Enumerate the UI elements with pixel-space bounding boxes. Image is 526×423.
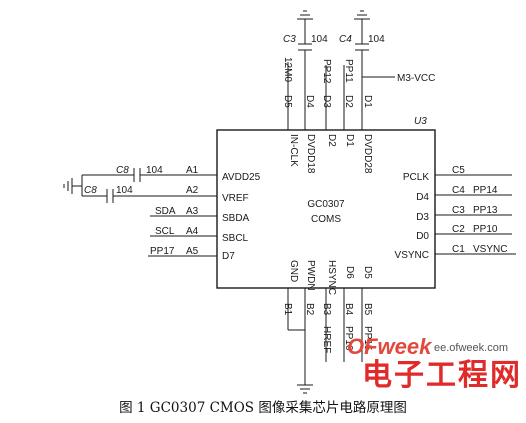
left-wires <box>63 168 217 257</box>
top-wires <box>287 10 395 130</box>
pin-num-c5: C5 <box>452 165 465 176</box>
net-sda: SDA <box>155 206 176 217</box>
pin-label-pwdn: PWDN <box>305 260 316 291</box>
pin-label-d7: D7 <box>222 251 235 262</box>
pin-num-d1: D1 <box>362 95 373 108</box>
cap-c4-value: 104 <box>368 34 385 45</box>
net-pp13: PP13 <box>473 205 498 216</box>
chip-body <box>216 129 436 289</box>
pin-label-vsync: VSYNC <box>395 250 429 261</box>
pin-label-gnd: GND <box>288 260 299 282</box>
right-wires <box>435 174 516 255</box>
pin-label-d3-right: D3 <box>416 212 429 223</box>
power-m3-vcc: M3-VCC <box>397 73 435 84</box>
bottom-pins: GND PWDN HSYNC D6 D5 <box>288 260 373 295</box>
pin-num-b5: B5 <box>362 303 373 316</box>
pin-label-hsync: HSYNC <box>326 260 337 295</box>
pin-label-d5-bottom: D5 <box>362 266 373 279</box>
pin-label-pclk: PCLK <box>403 172 429 183</box>
pin-num-d3: D3 <box>321 95 332 108</box>
cap-c3-value: 104 <box>311 34 328 45</box>
cap-c8-bottom-value: 104 <box>116 185 133 196</box>
figure-caption: 图 1 GC0307 CMOS 图像采集芯片电路原理图 <box>119 400 407 416</box>
pin-label-in-clk: IN-CLK <box>288 134 299 167</box>
net-href: HREF <box>321 326 332 353</box>
ofweek-logo: OFweek <box>347 334 432 359</box>
cap-c8-bottom-ref: C8 <box>84 185 97 196</box>
cap-c4-ref: C4 <box>339 34 352 45</box>
pin-label-sbda: SBDA <box>222 213 250 224</box>
top-pins: IN-CLK DVDD18 D2 D1 DVDD28 <box>288 134 373 174</box>
chip-ref: U3 <box>414 116 427 127</box>
pin-num-c2: C2 <box>452 224 465 235</box>
bottom-net-labels: B1 B2 B3 B4 B5 HREF PP16 PP15 <box>282 303 373 353</box>
chip-type: COMS <box>311 214 341 225</box>
pin-label-d0: D0 <box>416 231 429 242</box>
right-pins: PCLK D4 D3 D0 VSYNC <box>395 172 430 261</box>
bottom-wires <box>287 288 363 394</box>
net-vsync: VSYNC <box>473 244 507 255</box>
pin-label-d4-right: D4 <box>416 192 429 203</box>
top-net-labels: C3 104 C4 104 M3-VCC 12M0 PP12 PP11 D5 D… <box>282 34 435 108</box>
pin-num-c4: C4 <box>452 185 465 196</box>
pin-num-d4: D4 <box>304 95 315 108</box>
pin-num-c1: C1 <box>452 244 465 255</box>
right-net-labels: C5 C4 C3 C2 C1 PP14 PP13 PP10 VSYNC <box>452 165 507 255</box>
pin-num-b1: B1 <box>282 303 293 316</box>
chip-part: GC0307 <box>307 199 345 210</box>
net-pp11: PP11 <box>343 59 354 83</box>
left-net-labels: C8 104 C8 104 A1 A2 A3 A4 A5 SDA SCL PP1… <box>84 165 199 257</box>
pin-label-vref: VREF <box>222 193 249 204</box>
pin-label-avdd25: AVDD25 <box>222 172 261 183</box>
net-pp12: PP12 <box>321 59 332 84</box>
ofweek-site: ee.ofweek.com <box>434 342 508 354</box>
net-pp17: PP17 <box>150 246 175 257</box>
pin-num-b3: B3 <box>321 303 332 316</box>
pin-num-a1: A1 <box>186 165 199 176</box>
pin-num-d5: D5 <box>282 95 293 108</box>
net-pp14: PP14 <box>473 185 498 196</box>
net-pp15: PP15 <box>362 326 373 351</box>
net-scl: SCL <box>155 226 175 237</box>
pin-label-dvdd28: DVDD28 <box>362 134 373 174</box>
left-pins: AVDD25 VREF SBDA SBCL D7 <box>222 172 261 262</box>
cap-c8-top-ref: C8 <box>116 165 129 176</box>
pin-label-d2-top: D2 <box>326 134 337 147</box>
pin-num-a2: A2 <box>186 185 199 196</box>
pin-label-dvdd18: DVDD18 <box>305 134 316 174</box>
net-pp16: PP16 <box>343 326 354 351</box>
pin-num-b4: B4 <box>343 303 354 316</box>
pin-num-c3: C3 <box>452 205 465 216</box>
pin-num-b2: B2 <box>304 303 315 316</box>
pin-num-d2: D2 <box>343 95 354 108</box>
cap-c3-ref: C3 <box>283 34 296 45</box>
pin-label-sbcl: SBCL <box>222 233 249 244</box>
net-12m0: 12M0 <box>282 57 293 82</box>
pin-label-d1-top: D1 <box>344 134 355 147</box>
watermark-cn: 电子工程网 <box>362 358 522 393</box>
pin-num-a4: A4 <box>186 226 199 237</box>
pin-num-a3: A3 <box>186 206 199 217</box>
pin-num-a5: A5 <box>186 246 199 257</box>
cap-c8-top-value: 104 <box>146 165 163 176</box>
pin-label-d6: D6 <box>344 266 355 279</box>
net-pp10: PP10 <box>473 224 498 235</box>
